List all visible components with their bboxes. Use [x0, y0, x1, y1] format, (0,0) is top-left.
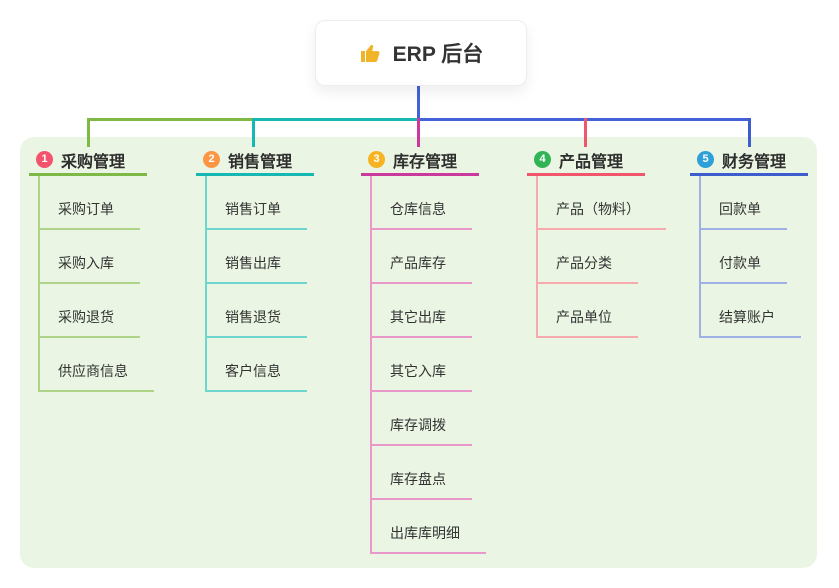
branches-background-panel	[20, 137, 817, 568]
branch-item-row: 销售出库	[207, 230, 314, 284]
branch-number-badge: 2	[203, 151, 220, 168]
mindmap-node[interactable]: 销售出库	[207, 253, 307, 284]
branch-items-product: 产品（物料） 产品分类 产品单位	[536, 176, 666, 338]
branch-label: 采购管理	[61, 153, 126, 171]
branch-item-row: 其它入库	[372, 338, 479, 392]
mindmap-node[interactable]: 回款单	[701, 199, 787, 230]
connector-drop-inventory	[417, 118, 420, 147]
branch-item-row: 供应商信息	[40, 338, 154, 392]
branch-item-row: 其它出库	[372, 284, 479, 338]
connector-drop-sales	[252, 118, 255, 147]
connector-root-drop	[417, 84, 420, 120]
branch-title-inventory[interactable]: 3 库存管理	[361, 146, 479, 176]
branch-item-row: 结算账户	[701, 284, 808, 338]
root-node-erp-backend[interactable]: ERP 后台	[315, 20, 527, 86]
branch-items-procurement: 采购订单 采购入库 采购退货 供应商信息	[38, 176, 154, 392]
branch-label: 产品管理	[559, 153, 624, 171]
mindmap-node[interactable]: 付款单	[701, 253, 787, 284]
mindmap-node[interactable]: 产品分类	[538, 253, 638, 284]
branch-item-row: 采购退货	[40, 284, 147, 338]
branch-number-badge: 4	[534, 151, 551, 168]
connector-bus-green	[87, 118, 253, 121]
branch-title-procurement[interactable]: 1 采购管理	[29, 146, 147, 176]
branch-number-badge: 3	[368, 151, 385, 168]
root-node-label: ERP 后台	[392, 43, 484, 66]
branch-item-row: 出库库明细	[372, 500, 486, 554]
mindmap-node[interactable]: 库存盘点	[372, 469, 472, 500]
mindmap-node[interactable]: 产品库存	[372, 253, 472, 284]
mindmap-node[interactable]: 客户信息	[207, 361, 307, 392]
branch-title-product[interactable]: 4 产品管理	[527, 146, 645, 176]
branch-item-row: 回款单	[701, 176, 808, 230]
mindmap-node[interactable]: 结算账户	[701, 307, 801, 338]
branch-item-row: 销售退货	[207, 284, 314, 338]
branch-item-row: 销售订单	[207, 176, 314, 230]
branch-item-row: 采购订单	[40, 176, 147, 230]
thumbs-up-icon	[359, 41, 383, 65]
mindmap-node[interactable]: 采购订单	[40, 199, 140, 230]
branch-finance: 5 财务管理 回款单 付款单 结算账户	[690, 146, 808, 338]
mindmap-node[interactable]: 其它入库	[372, 361, 472, 392]
branch-item-row: 客户信息	[207, 338, 314, 392]
branch-items-inventory: 仓库信息 产品库存 其它出库 其它入库 库存调拨 库存盘点 出库库明细	[370, 176, 486, 554]
branch-label: 销售管理	[228, 153, 293, 171]
mindmap-node[interactable]: 产品单位	[538, 307, 638, 338]
branch-item-row: 产品单位	[538, 284, 645, 338]
branch-inventory: 3 库存管理 仓库信息 产品库存 其它出库 其它入库 库存调拨 库存盘点 出库库…	[361, 146, 486, 554]
mindmap-node[interactable]: 库存调拨	[372, 415, 472, 446]
branch-item-row: 采购入库	[40, 230, 147, 284]
branch-label: 财务管理	[722, 153, 787, 171]
branch-item-row: 产品（物料）	[538, 176, 666, 230]
mindmap-node[interactable]: 采购退货	[40, 307, 140, 338]
mindmap-node[interactable]: 仓库信息	[372, 199, 472, 230]
branch-item-row: 库存调拨	[372, 392, 479, 446]
branch-items-finance: 回款单 付款单 结算账户	[699, 176, 808, 338]
mindmap-node[interactable]: 采购入库	[40, 253, 140, 284]
connector-drop-product	[584, 118, 587, 147]
branch-sales: 2 销售管理 销售订单 销售出库 销售退货 客户信息	[196, 146, 314, 392]
branch-label: 库存管理	[393, 153, 458, 171]
branch-product: 4 产品管理 产品（物料） 产品分类 产品单位	[527, 146, 666, 338]
connector-drop-finance	[748, 118, 751, 147]
branch-item-row: 付款单	[701, 230, 808, 284]
branch-item-row: 产品库存	[372, 230, 479, 284]
branch-item-row: 库存盘点	[372, 446, 479, 500]
mindmap-node[interactable]: 销售订单	[207, 199, 307, 230]
mindmap-node[interactable]: 其它出库	[372, 307, 472, 338]
branch-number-badge: 1	[36, 151, 53, 168]
mindmap-node[interactable]: 产品（物料）	[538, 199, 666, 230]
connector-bus-teal	[252, 118, 419, 121]
branch-procurement: 1 采购管理 采购订单 采购入库 采购退货 供应商信息	[29, 146, 154, 392]
branch-item-row: 产品分类	[538, 230, 645, 284]
branch-number-badge: 5	[697, 151, 714, 168]
mindmap-node[interactable]: 出库库明细	[372, 523, 486, 554]
branch-item-row: 仓库信息	[372, 176, 479, 230]
connector-drop-procurement	[87, 118, 90, 147]
mindmap-node[interactable]: 供应商信息	[40, 361, 154, 392]
branch-title-sales[interactable]: 2 销售管理	[196, 146, 314, 176]
mindmap-node[interactable]: 销售退货	[207, 307, 307, 338]
branch-title-finance[interactable]: 5 财务管理	[690, 146, 808, 176]
branch-items-sales: 销售订单 销售出库 销售退货 客户信息	[205, 176, 314, 392]
